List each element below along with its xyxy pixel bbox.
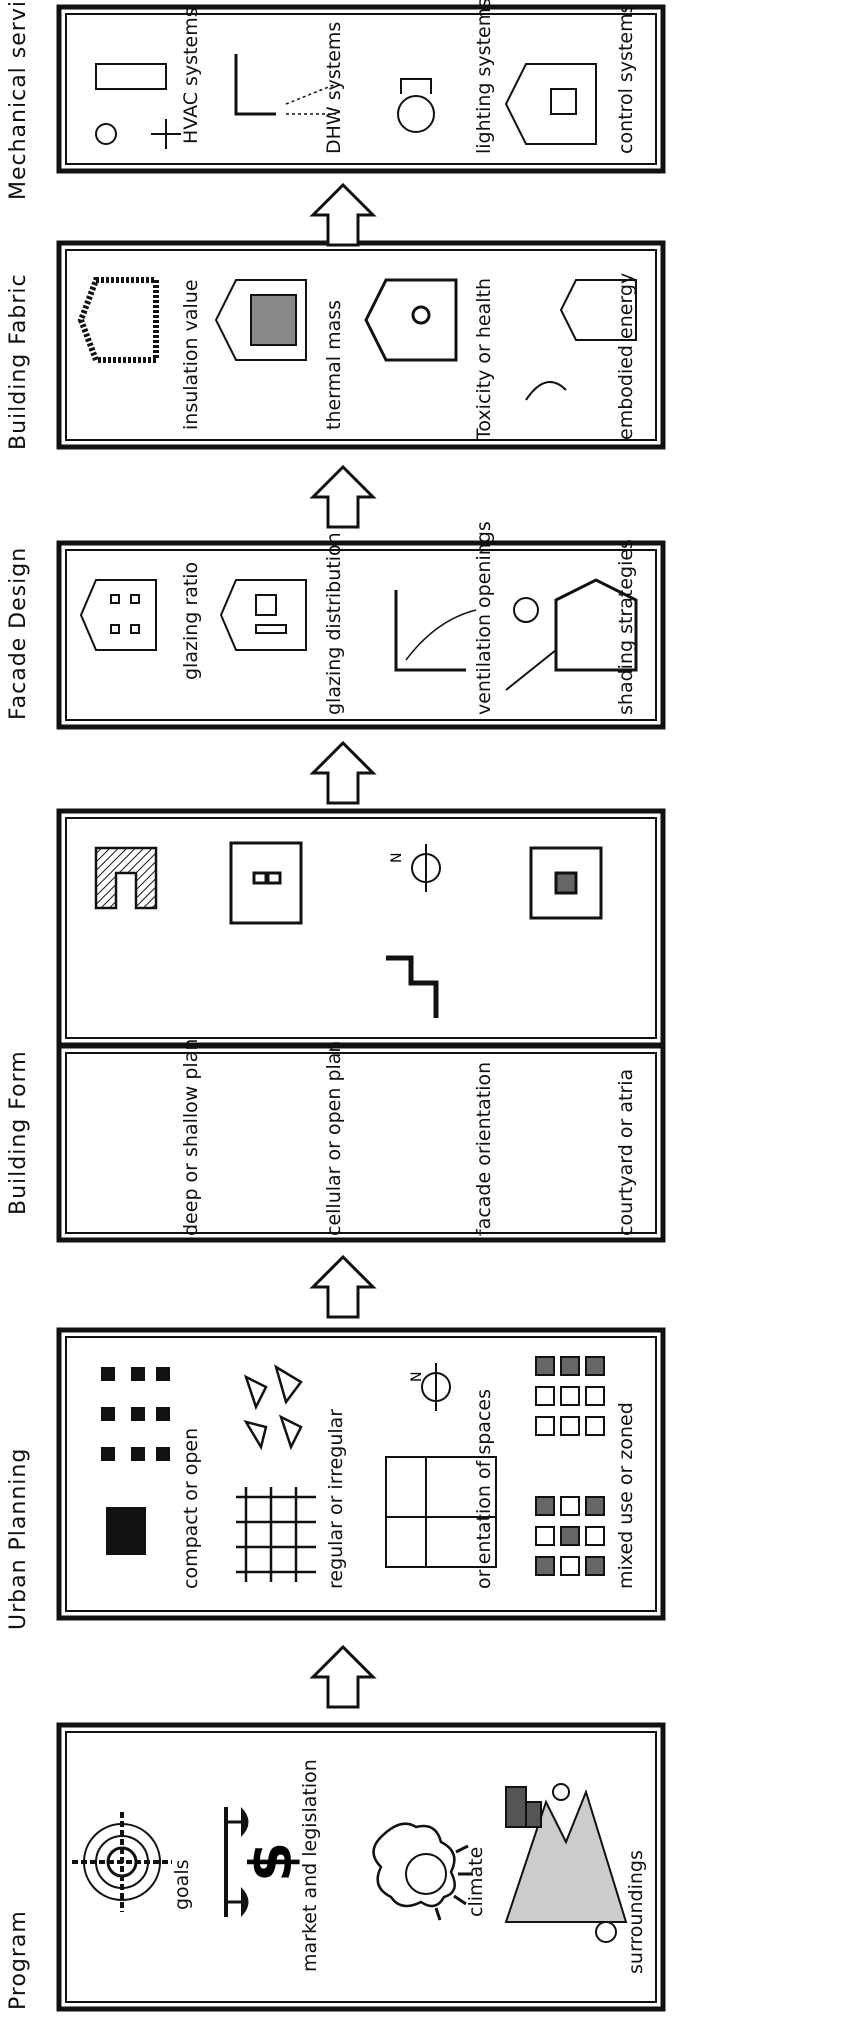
item-label-surroundings: surroundings (626, 1850, 648, 1974)
item-label-hvac: HVAC systems (181, 7, 203, 144)
item-label-market-text: market and legislation (299, 1759, 321, 1972)
item-label-embodied-energy: embodied energy (616, 273, 638, 440)
svg-text:N: N (389, 853, 405, 863)
stage-title-program: Program (6, 1910, 31, 2010)
stage-panel-program: $ goals market and legislati (56, 1722, 666, 2012)
flow-arrow (308, 738, 378, 808)
item-label-ventilation: ventilation openings (474, 521, 496, 715)
sun-cloud-icon (374, 1824, 473, 1920)
courtyard-icon (531, 848, 601, 918)
control-house-icon (506, 64, 596, 144)
item-label-shading: shading strategies (616, 539, 638, 715)
item-label-mixed-use: mixed use or zoned (616, 1402, 638, 1589)
toxic-house-icon (366, 280, 456, 360)
item-label-deep-plan: deep or shallow plan (181, 1039, 203, 1236)
item-label-toxicity: Toxicity or health (474, 278, 496, 440)
item-label-climate: climate (466, 1847, 488, 1917)
item-label-dhw: DHW systems (324, 22, 346, 154)
flow-arrow (308, 180, 378, 250)
item-label-compact: compact or open (181, 1428, 203, 1589)
stage-title-facade-design: Facade Design (6, 547, 31, 720)
shower-icon (236, 54, 336, 114)
item-label-insulation: insulation value (181, 279, 203, 430)
deep-plan-icon (96, 848, 156, 908)
item-label-facade-orientation: facade orientation (474, 1062, 496, 1236)
stage-title-building-form: Building Form (6, 1050, 31, 1215)
mixed-use-grid-icon (536, 1357, 604, 1575)
item-label-courtyard: courtyard or atria (616, 1069, 638, 1236)
item-label-glazing-distribution: glazing distribution (324, 532, 346, 715)
thermal-mass-house-icon (216, 280, 306, 360)
flow-arrow (308, 462, 378, 532)
item-label-lighting: lighting systems (474, 0, 496, 154)
item-label-orientation-spaces: orientation of spaces (474, 1389, 496, 1589)
street-grid-icon (236, 1367, 316, 1582)
cellular-plan-icon (231, 843, 301, 923)
stage-panel-building-fabric: insulation value thermal mass Toxicity o… (56, 240, 666, 450)
item-label-regular: regular or irregular (326, 1409, 348, 1589)
stage-title-urban-planning: Urban Planning (6, 1448, 31, 1630)
target-icon (72, 1812, 172, 1912)
stage-panel-building-form (56, 1043, 666, 1243)
item-label-market: market and legislation (300, 1842, 322, 1972)
block-grid-icon (101, 1367, 170, 1555)
stage-title-building-fabric: Building Fabric (6, 273, 31, 450)
stage-panel-facade-design-main: glazing ratio glazing distribution venti… (56, 540, 666, 730)
item-label-thermal-mass: thermal mass (324, 300, 346, 430)
stage-panel-mechanical-services: HVAC systems DHW systems lighting system… (56, 4, 666, 174)
facade-orientation-icon (386, 844, 440, 1018)
stage-panel-urban-planning: N compact or open regular or irregular o… (56, 1327, 666, 1621)
flow-arrow (308, 1252, 378, 1322)
item-label-control: control systems (616, 4, 638, 155)
scales-dollar-icon: $ (226, 1807, 305, 1917)
stage-title-mechanical-services: Mechanical services (6, 0, 31, 200)
item-label-cellular: cellular or open plan (324, 1041, 346, 1236)
item-label-glazing-ratio: glazing ratio (181, 562, 203, 680)
svg-text:$: $ (237, 1842, 305, 1882)
flow-arrow (308, 1642, 378, 1712)
hvac-icon (96, 64, 181, 149)
insulated-house-icon (81, 280, 156, 360)
landscape-icon (506, 1784, 626, 1942)
item-label-goals: goals (172, 1859, 194, 1910)
lightbulb-icon (398, 79, 434, 132)
stage-panel-building-form-main: N deep or shallow plan cellular or open … (56, 808, 666, 1048)
compass-label: N (409, 1372, 425, 1382)
